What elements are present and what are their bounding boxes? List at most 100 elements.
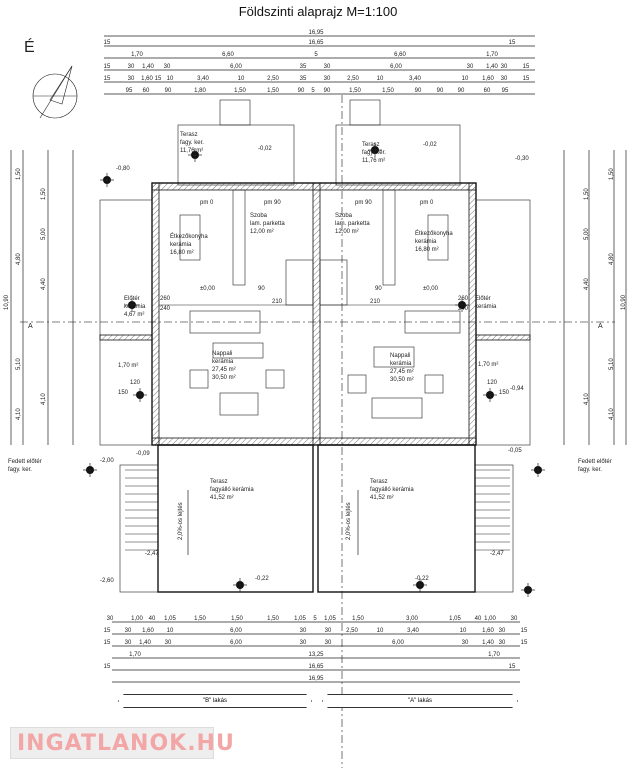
door-note: 260	[160, 296, 171, 302]
room-label-living-b: Nappali	[212, 351, 232, 357]
dimension-label: 90	[298, 88, 305, 94]
dimension-label: 3,40	[409, 76, 421, 82]
dimension-label: 3,00	[406, 616, 418, 622]
dimension-label: 10	[460, 628, 467, 634]
entry-stairs	[119, 464, 514, 593]
dimension-label: 10	[377, 76, 384, 82]
dimension-label: 2,50	[346, 628, 358, 634]
dimension-label: 1,50	[194, 616, 206, 622]
dimension-label: 15	[104, 76, 111, 82]
dimension-label: 40	[475, 616, 482, 622]
north-label: É	[24, 37, 35, 56]
dimension-label: 1,70	[131, 52, 143, 58]
unit-b-label: "B" lakás	[118, 694, 312, 708]
level-label: -2,47	[145, 551, 159, 557]
room-label-covered-entry-a: fagy. ker.	[578, 467, 602, 473]
dimension-label: 1,70	[488, 652, 500, 658]
dimension-label: 1,50	[609, 168, 615, 180]
dimension-label: 4,10	[41, 393, 47, 405]
door-note: pm 90	[264, 200, 281, 206]
dimension-label: 1,50	[267, 616, 279, 622]
area-label: 1,70 m²	[118, 363, 138, 369]
dimension-label: 10,90	[4, 294, 10, 310]
dimension-label: 5,10	[16, 358, 22, 370]
dimension-label: 30	[300, 640, 307, 646]
dimension-label: 30	[128, 64, 135, 70]
dimension-label: 16,95	[308, 676, 324, 682]
dimension-label: 15	[523, 64, 530, 70]
level-label: -0,22	[255, 576, 269, 582]
door-note: 90	[375, 286, 382, 292]
dimension-label: 30	[467, 64, 474, 70]
dimension-label: 10	[238, 76, 245, 82]
door-note: pm 0	[200, 200, 214, 206]
level-label: -0,05	[508, 448, 522, 454]
room-label-hall-b: 4,67 m²	[124, 312, 144, 318]
dimension-label: 4,10	[16, 408, 22, 420]
slope-label: 2,0%-os lejtés	[178, 502, 184, 540]
dimension-label: 1,60	[482, 76, 494, 82]
room-label-bedroom-a: Szoba	[335, 213, 353, 219]
room-label-terrace-top-b: 11,76 m²	[180, 148, 203, 154]
dimension-label: 15	[523, 76, 530, 82]
dimension-label: 90	[324, 88, 331, 94]
dimension-label: 13,25	[308, 652, 324, 658]
dimension-label: 40	[149, 616, 156, 622]
room-label-terrace-bottom-b: fagyálló kerámia	[210, 487, 254, 493]
room-label-covered-entry-b: fagy. ker.	[8, 467, 32, 473]
dimension-label: 16,65	[308, 664, 324, 670]
level-label: -0,94	[510, 386, 524, 392]
level-label: -0,22	[415, 576, 429, 582]
room-label-hall-a: kerámia	[475, 304, 497, 310]
level-label: -0,80	[116, 166, 130, 172]
dimension-label: 90	[415, 88, 422, 94]
room-label-living-b: kerámia	[212, 359, 234, 365]
slope-label: 2,0%-os lejtés	[346, 502, 352, 540]
dimension-label: 1,40	[486, 64, 498, 70]
dimension-label: 1,05	[449, 616, 461, 622]
room-label-terrace-bottom-b: Terasz	[210, 479, 228, 485]
dimension-label: 1,40	[142, 64, 154, 70]
door-note: pm 90	[355, 200, 372, 206]
door-note: 120	[487, 380, 498, 386]
dimension-label: 15	[104, 640, 111, 646]
dimension-label: 1,40	[482, 640, 494, 646]
dimension-label: 5,10	[609, 358, 615, 370]
door-note: 260	[458, 296, 469, 302]
dimension-label: 6,00	[230, 640, 242, 646]
dimension-label: 6,60	[222, 52, 234, 58]
dimension-label: 16,95	[308, 30, 324, 36]
dimension-label: 1,60	[142, 628, 154, 634]
room-label-living-a: 30,50 m²	[390, 377, 414, 383]
dimension-label: 15	[509, 40, 516, 46]
dimension-label: 1,50	[382, 88, 394, 94]
dimension-label: 6,00	[230, 628, 242, 634]
dimension-label: 1,00	[131, 616, 143, 622]
plan-title: Földszinti alaprajz M=1:100	[239, 4, 398, 19]
room-label-terrace-bottom-b: 41,52 m²	[210, 495, 234, 501]
dimension-label: 5,00	[41, 228, 47, 240]
dimension-label: 35	[300, 64, 307, 70]
level-marker-icon	[83, 463, 97, 477]
dimension-label: 2,50	[267, 76, 279, 82]
dimension-label: 30	[300, 628, 307, 634]
dimension-label: 6,00	[392, 640, 404, 646]
dimension-label: 16,65	[308, 40, 324, 46]
dimension-label: 30	[499, 640, 506, 646]
dimension-label: 1,50	[16, 168, 22, 180]
dimension-label: 30	[501, 64, 508, 70]
dimension-label: 15	[509, 664, 516, 670]
dimension-label: 30	[128, 76, 135, 82]
room-label-kitchen-a: kerámia	[415, 239, 437, 245]
level-marker-icon	[531, 463, 545, 477]
dimension-label: 30	[324, 64, 331, 70]
dimension-label: 1,50	[584, 188, 590, 200]
dimension-label: 5	[314, 52, 318, 58]
dimension-label: 1,50	[234, 88, 246, 94]
dimension-label: 1,70	[486, 52, 498, 58]
dimension-label: 5	[311, 88, 315, 94]
level-label: -2,47	[490, 551, 504, 557]
dimension-label: 30	[462, 640, 469, 646]
